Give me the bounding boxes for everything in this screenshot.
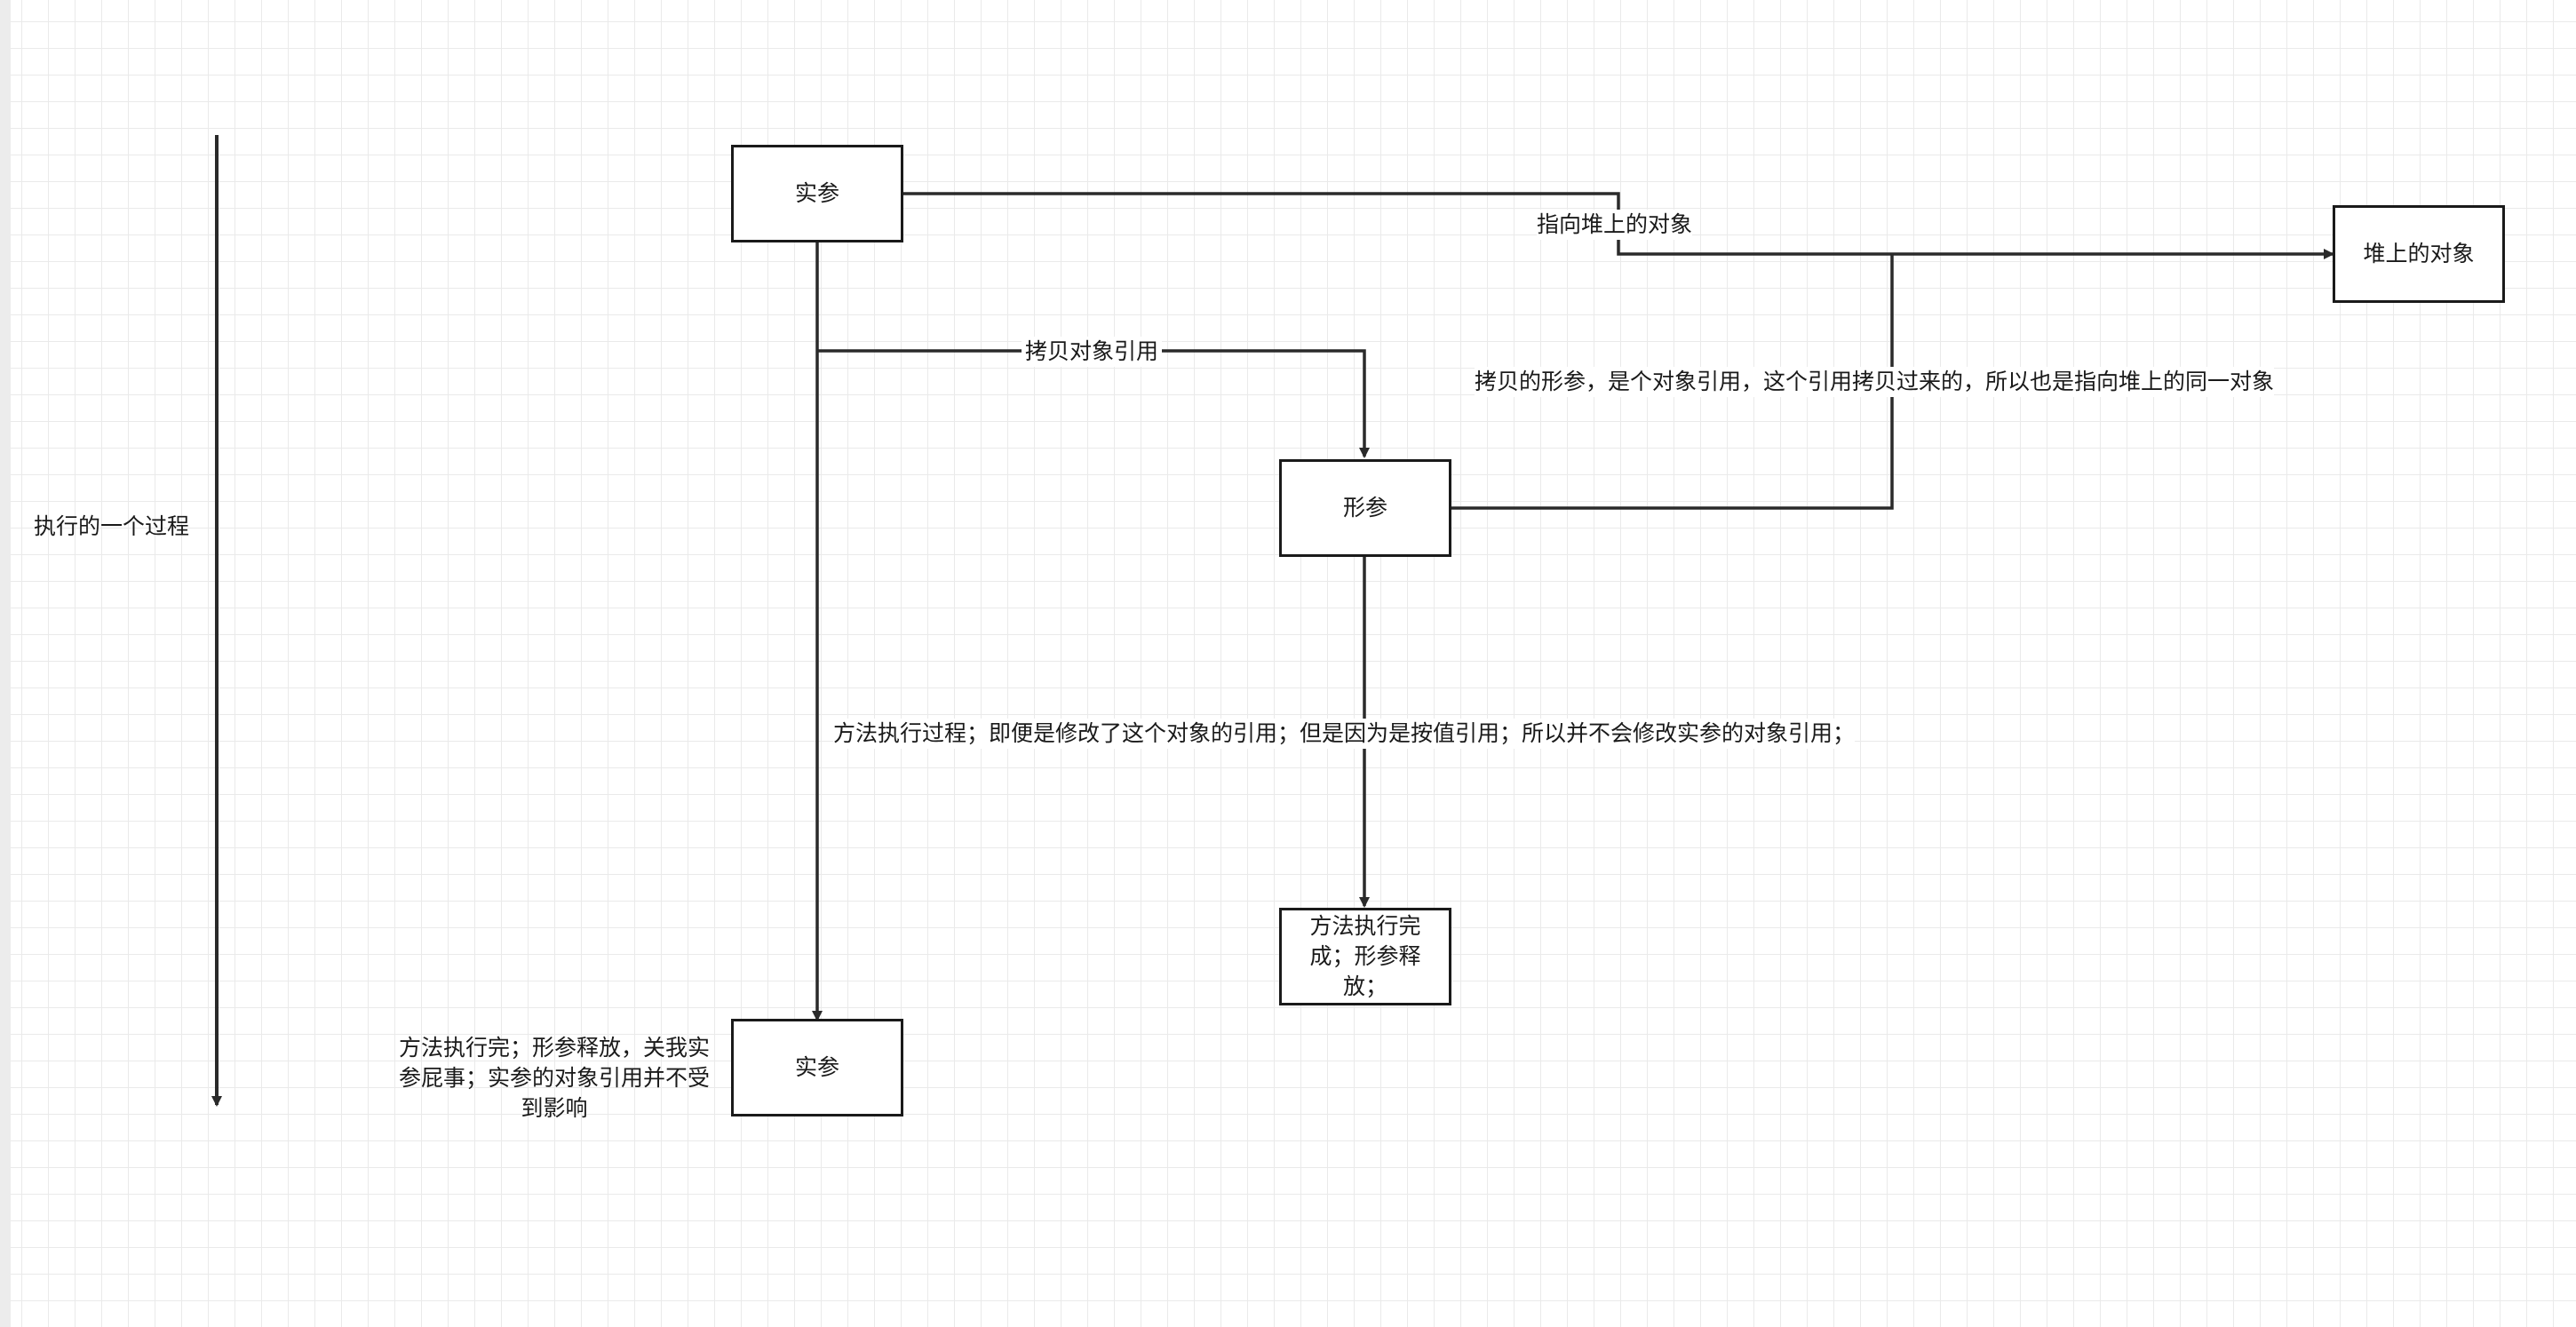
label-copied-formal-note: 拷贝的形参，是个对象引用，这个引用拷贝过来的，所以也是指向堆上的同一对象 [1475, 367, 2275, 397]
node-actual-param-top[interactable]: 实参 [731, 145, 903, 242]
label-method-executing-note: 方法执行过程；即便是修改了这个对象的引用；但是因为是按值引用；所以并不会修改实参… [833, 719, 1856, 749]
label-final-note: 方法执行完；形参释放，关我实参屁事；实参的对象引用并不受到影响 [398, 1035, 710, 1121]
label-copy-reference: 拷贝对象引用 [1022, 337, 1163, 367]
label-process-timeline: 执行的一个过程 [34, 513, 190, 539]
label-points-to-heap: 指向堆上的对象 [1537, 210, 1693, 240]
node-method-done[interactable]: 方法执行完成；形参释放； [1279, 908, 1451, 1005]
edge-copy-reference [817, 349, 1370, 458]
node-formal-param[interactable]: 形参 [1279, 459, 1451, 557]
canvas-left-edge [0, 0, 11, 1327]
node-actual-param-bottom[interactable]: 实参 [731, 1019, 903, 1116]
edge-formal-to-heap [1450, 254, 1894, 510]
node-heap-object[interactable]: 堆上的对象 [2333, 205, 2505, 303]
